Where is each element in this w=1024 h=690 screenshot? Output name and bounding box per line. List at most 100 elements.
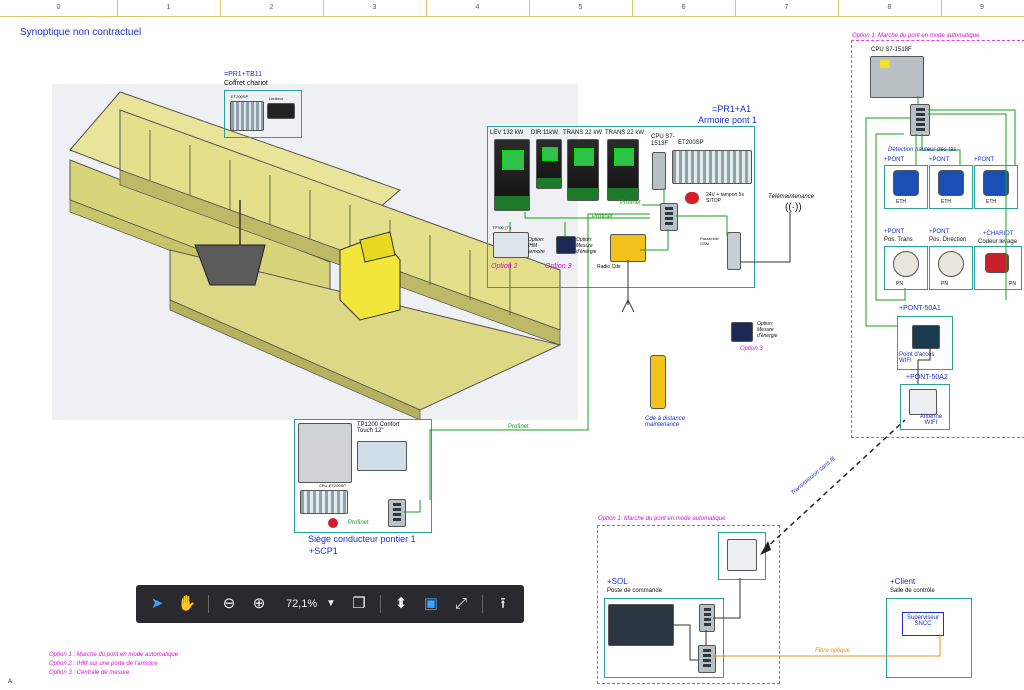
pos-dir-label: Pos. Direction (929, 237, 967, 243)
radio-label: Radio Cde (597, 264, 621, 270)
pont-label-3: +PONT (974, 157, 995, 163)
tp1200-panel (357, 441, 407, 471)
toolbar-separator (380, 595, 381, 613)
telemaintenance-label: Télémaintenance (768, 194, 815, 200)
superviseur-box: Superviseur SNCC (902, 612, 944, 636)
laser-sensor-3 (983, 170, 1009, 196)
pont-label-5: +PONT (929, 229, 950, 235)
legend-option1: Option 1 : Marche du pont en mode automa… (49, 652, 179, 658)
ruler-col: 8 (838, 0, 942, 16)
option1-bridge-box (851, 40, 1024, 438)
zoom-level[interactable]: 72,1% (286, 598, 318, 610)
option3-label: Option 3 (545, 263, 572, 270)
opt-mesure-label: Option: Mesure d'énergie (576, 237, 597, 255)
pointer-tool-icon[interactable]: ➤ (150, 595, 164, 612)
wifi-antenna (909, 389, 937, 415)
cpu1513-label: CPU S7-1513F (651, 134, 675, 147)
fit-height-icon[interactable]: ⬍ (394, 595, 408, 612)
pont-label-1: +PONT (884, 157, 905, 163)
encoder-box (974, 246, 1022, 290)
position-sensor-box-1 (884, 246, 928, 290)
drive-lev (494, 139, 530, 211)
siege-profinet: Profinet (348, 520, 369, 526)
fit-page-icon[interactable]: ▣ (423, 595, 439, 612)
drive-trans2 (607, 139, 639, 201)
energy-meter (556, 236, 576, 254)
radio-receiver (610, 234, 646, 262)
ruler-col: 2 (220, 0, 324, 16)
eth-label-1: ETH (896, 199, 906, 205)
sol-name: Poste de commande (607, 588, 663, 594)
gsm-gateway (727, 232, 741, 270)
et200sp-module (230, 101, 264, 131)
share-icon[interactable]: ⭱ (500, 595, 506, 612)
limiteur-device (267, 103, 295, 119)
toolbar-separator (208, 595, 209, 613)
ruler-col: 1 (117, 0, 221, 16)
armoire-box (487, 126, 755, 288)
option1-sol-header: Option 1: Marche du pont en mode automat… (598, 516, 726, 522)
pn-label-2: PN (941, 281, 948, 287)
laser-sensor-box-3 (974, 165, 1018, 209)
et200sp-label: ET200SP (678, 140, 704, 146)
ruler-col: 7 (735, 0, 839, 16)
drive-trans1 (567, 139, 599, 201)
client-box (886, 598, 972, 678)
zoom-out-icon[interactable]: ⊖ (222, 595, 236, 612)
sol-antenna (727, 539, 757, 571)
ruler-col: 3 (323, 0, 427, 16)
antenna-box (900, 384, 950, 430)
position-sensor-box-2 (929, 246, 973, 290)
tp1200-label: TP1200 Confort Touch 12" (357, 422, 400, 434)
viewer-toolbar: ➤ ✋ ⊖ ⊕ 72,1% ▼ ❐ ⬍ ▣ ⤢ ⭱ (136, 585, 524, 623)
siege-cpu-label: CPU-ET200SP (319, 483, 346, 488)
legend-option3: Option 3 : Centrale de mesure (49, 670, 130, 676)
client-ref: +Client (890, 577, 916, 586)
zoom-dropdown-icon[interactable]: ▼ (326, 598, 336, 609)
pn-label-1: PN (896, 281, 903, 287)
fullscreen-icon[interactable]: ⤢ (454, 595, 467, 612)
sheet-corner: A (8, 679, 13, 685)
siege-et200sp (300, 490, 348, 514)
et200sp-rack (672, 150, 752, 184)
opt-mesure2-label: Option: Mesure d'énergie (757, 321, 778, 339)
option1-switch (910, 104, 930, 136)
coffret-ref: =PR1+TB11 (224, 71, 263, 78)
zoom-in-icon[interactable]: ⊕ (252, 595, 266, 612)
pont-label-4: +PONT (884, 229, 905, 235)
laser-sensor-1 (893, 170, 919, 196)
profinet-main-label: Profinet (508, 424, 529, 430)
ruler-col: 4 (426, 0, 530, 16)
pont50a1-label: +PONT-50A1 (899, 305, 941, 312)
siege-ref: +SCP1 (309, 546, 338, 556)
cpu1513-module (652, 152, 666, 190)
superviseur-label: Superviseur SNCC (906, 615, 939, 627)
copy-icon[interactable]: ❐ (352, 595, 366, 612)
hand-tool-icon[interactable]: ✋ (177, 595, 197, 612)
sol-antenna-box (718, 532, 766, 580)
option2-label: Option 2 (491, 263, 518, 270)
diagram-title: Synoptique non contractuel (20, 27, 142, 38)
passerelle-label: Passerelle GSM (700, 236, 719, 246)
position-sensor-dir (938, 251, 964, 277)
drive-label-trans2: TRANS 22 kW (605, 130, 645, 136)
option1-header: Option 1: Marche du pont en mode automat… (852, 33, 980, 39)
option3b-label: Option 3 (740, 346, 763, 352)
fibre-label: Fibre optique (815, 648, 851, 654)
chariot-label: +CHARIOT (983, 231, 1014, 237)
drive-label-dir: DIR 11kW (531, 130, 558, 136)
wifi-access-point (912, 325, 940, 349)
legend-option2: Option 2 : IHM sur une porte de l'armoir… (49, 661, 158, 667)
encoder-device (985, 253, 1009, 273)
codeur-label: Codeur levage (978, 239, 1018, 245)
siege-switch (388, 499, 406, 527)
sol-switch-2 (698, 645, 716, 673)
eth-label-3: ETH (986, 199, 996, 205)
profinet-armoire2: Profinet (592, 214, 613, 220)
coffret-name: Coffret chariot (224, 80, 268, 87)
ruler-col: 5 (529, 0, 633, 16)
operator-seat (298, 423, 352, 483)
